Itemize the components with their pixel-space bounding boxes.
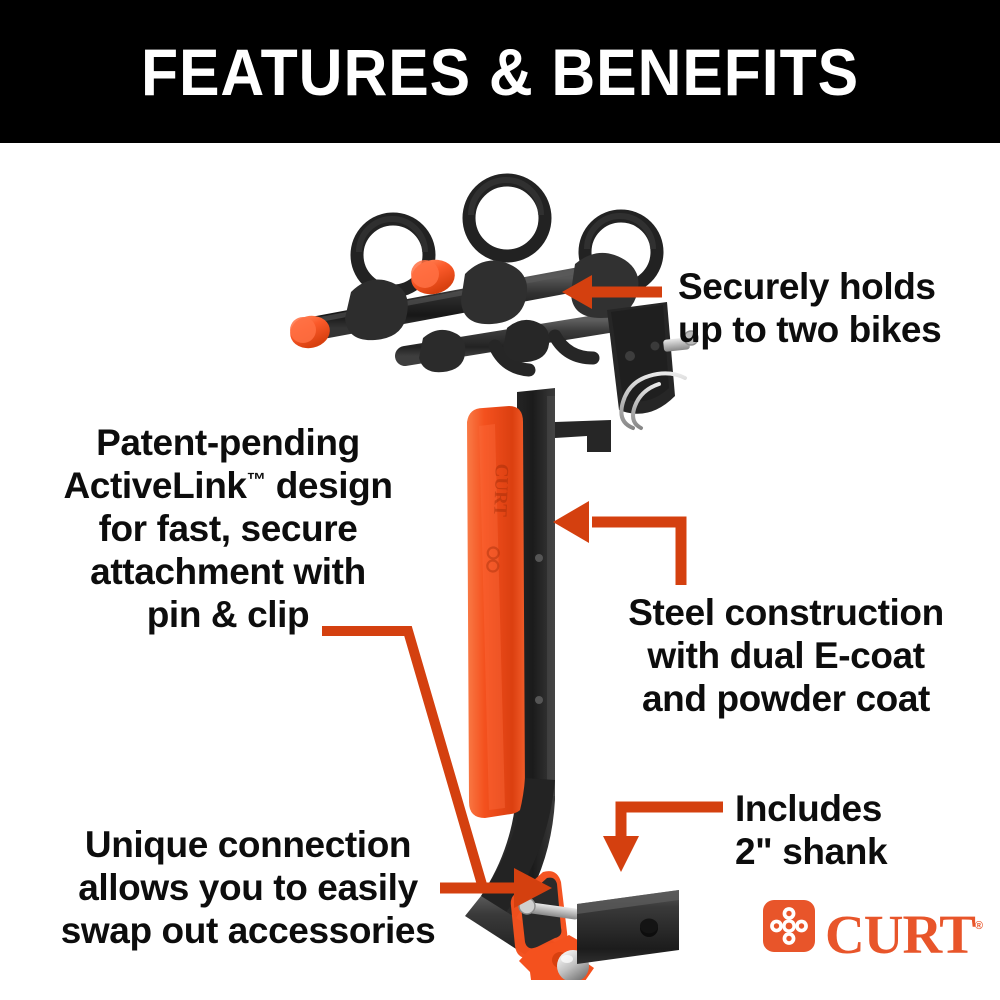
callout-line: swap out accessories: [60, 909, 436, 951]
lower-arm-activelink: [465, 778, 594, 980]
curt-wordmark: CURT®: [825, 896, 983, 965]
activelink-orange-sleeve: CURT: [467, 406, 525, 818]
callout-line: attachment with: [90, 550, 366, 592]
hinge-bolt: [663, 330, 699, 352]
svg-text:CURT: CURT: [489, 463, 512, 517]
activelink-word: ActiveLink: [63, 464, 247, 506]
callout-line: 2" shank: [735, 830, 888, 872]
lower-cradle-bar: [395, 310, 637, 377]
callout-line-activelink: ActiveLink™ design: [60, 465, 396, 508]
hinge-bracket: [607, 302, 699, 430]
callout-line: Steel construction: [628, 592, 944, 633]
curt-wordmark-text: CURT: [825, 904, 976, 965]
callout-line: with dual E-coat: [647, 634, 925, 676]
safety-clip: [619, 371, 687, 430]
callout-includes-shank: Includes 2" shank: [735, 788, 888, 874]
cradle-knob-mid: [411, 259, 455, 295]
callout-line: Includes: [735, 788, 882, 829]
callout-activelink: Patent-pending ActiveLink™ design for fa…: [60, 422, 396, 637]
mast-tab-bracket: [555, 420, 611, 452]
trademark-symbol: ™: [246, 469, 266, 491]
curt-logo: CURT®: [763, 898, 983, 965]
callout-securely-holds: Securely holds up to two bikes: [678, 266, 942, 352]
callout-line: for fast, secure: [98, 507, 358, 549]
header-bar: [0, 0, 1000, 143]
callout-line: up to two bikes: [678, 308, 942, 350]
design-word: design: [265, 464, 393, 506]
callout-line: pin & clip: [146, 593, 310, 635]
page-title: FEATURES & BENEFITS: [140, 34, 860, 109]
curt-cloverleaf-icon: [763, 900, 815, 952]
callout-line: Unique connection: [84, 824, 412, 865]
callout-unique-connection: Unique connection allows you to easily s…: [52, 824, 444, 953]
callout-line: allows you to easily: [78, 866, 418, 908]
registered-trademark-symbol: ®: [974, 920, 984, 932]
product-illustration: CURT: [290, 173, 699, 980]
two-inch-shank: [577, 890, 679, 964]
cradle-knob-left: [290, 315, 330, 349]
callout-steel-construction: Steel construction with dual E-coat and …: [614, 592, 958, 721]
callout-line: Patent-pending: [96, 422, 360, 463]
callout-line: Securely holds: [678, 266, 936, 307]
callout-line: and powder coat: [642, 677, 930, 719]
